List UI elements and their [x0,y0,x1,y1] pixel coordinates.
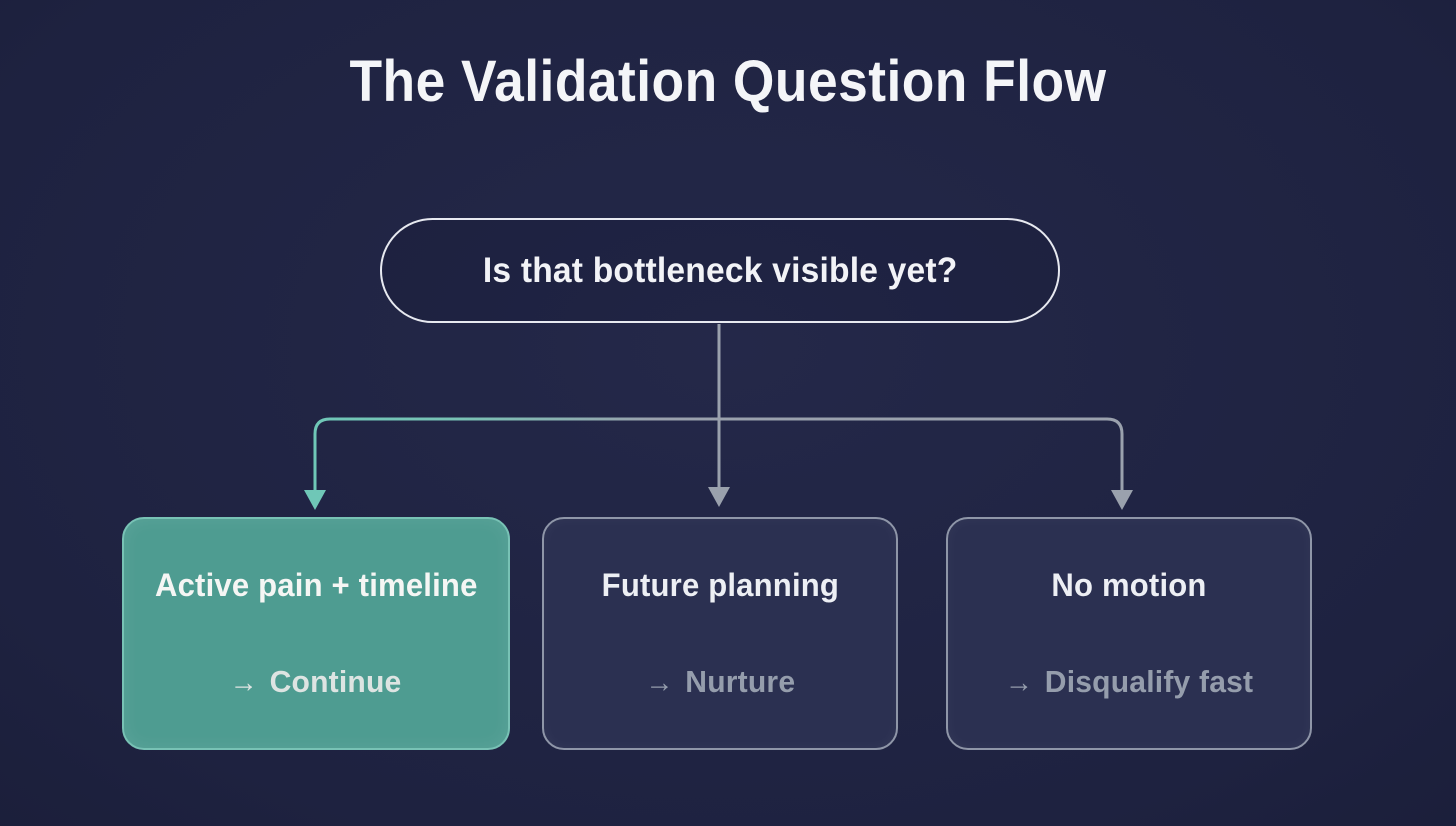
branch-card-nurture: Future planning → Nurture [542,517,898,750]
branch-outcome-label: Disqualify fast [1044,664,1254,699]
branch-condition: Future planning [601,567,839,603]
branch-outcome: → Disqualify fast [1005,664,1253,700]
branch-card-continue: Active pain + timeline → Continue [122,517,510,750]
right-arrow-icon: → [230,667,259,699]
page-title: The Validation Question Flow [349,49,1107,114]
branch-outcome-label: Continue [270,664,402,699]
question-label: Is that bottleneck visible yet? [482,250,958,290]
question-node: Is that bottleneck visible yet? [380,218,1060,323]
right-arrow-icon: → [645,667,674,699]
branch-outcome: → Continue [230,664,402,700]
arrowhead-center-icon [708,487,730,507]
branch-outcome-label: Nurture [685,664,795,699]
arrowhead-left-icon [304,490,326,510]
connector-branch-path [313,417,1124,492]
branch-condition: No motion [1051,567,1207,603]
branch-condition: Active pain + timeline [154,567,478,603]
arrowhead-right-icon [1111,490,1133,510]
branch-outcome: → Nurture [645,664,795,700]
right-arrow-icon: → [1004,667,1034,699]
branch-card-disqualify: No motion → Disqualify fast [946,517,1312,750]
